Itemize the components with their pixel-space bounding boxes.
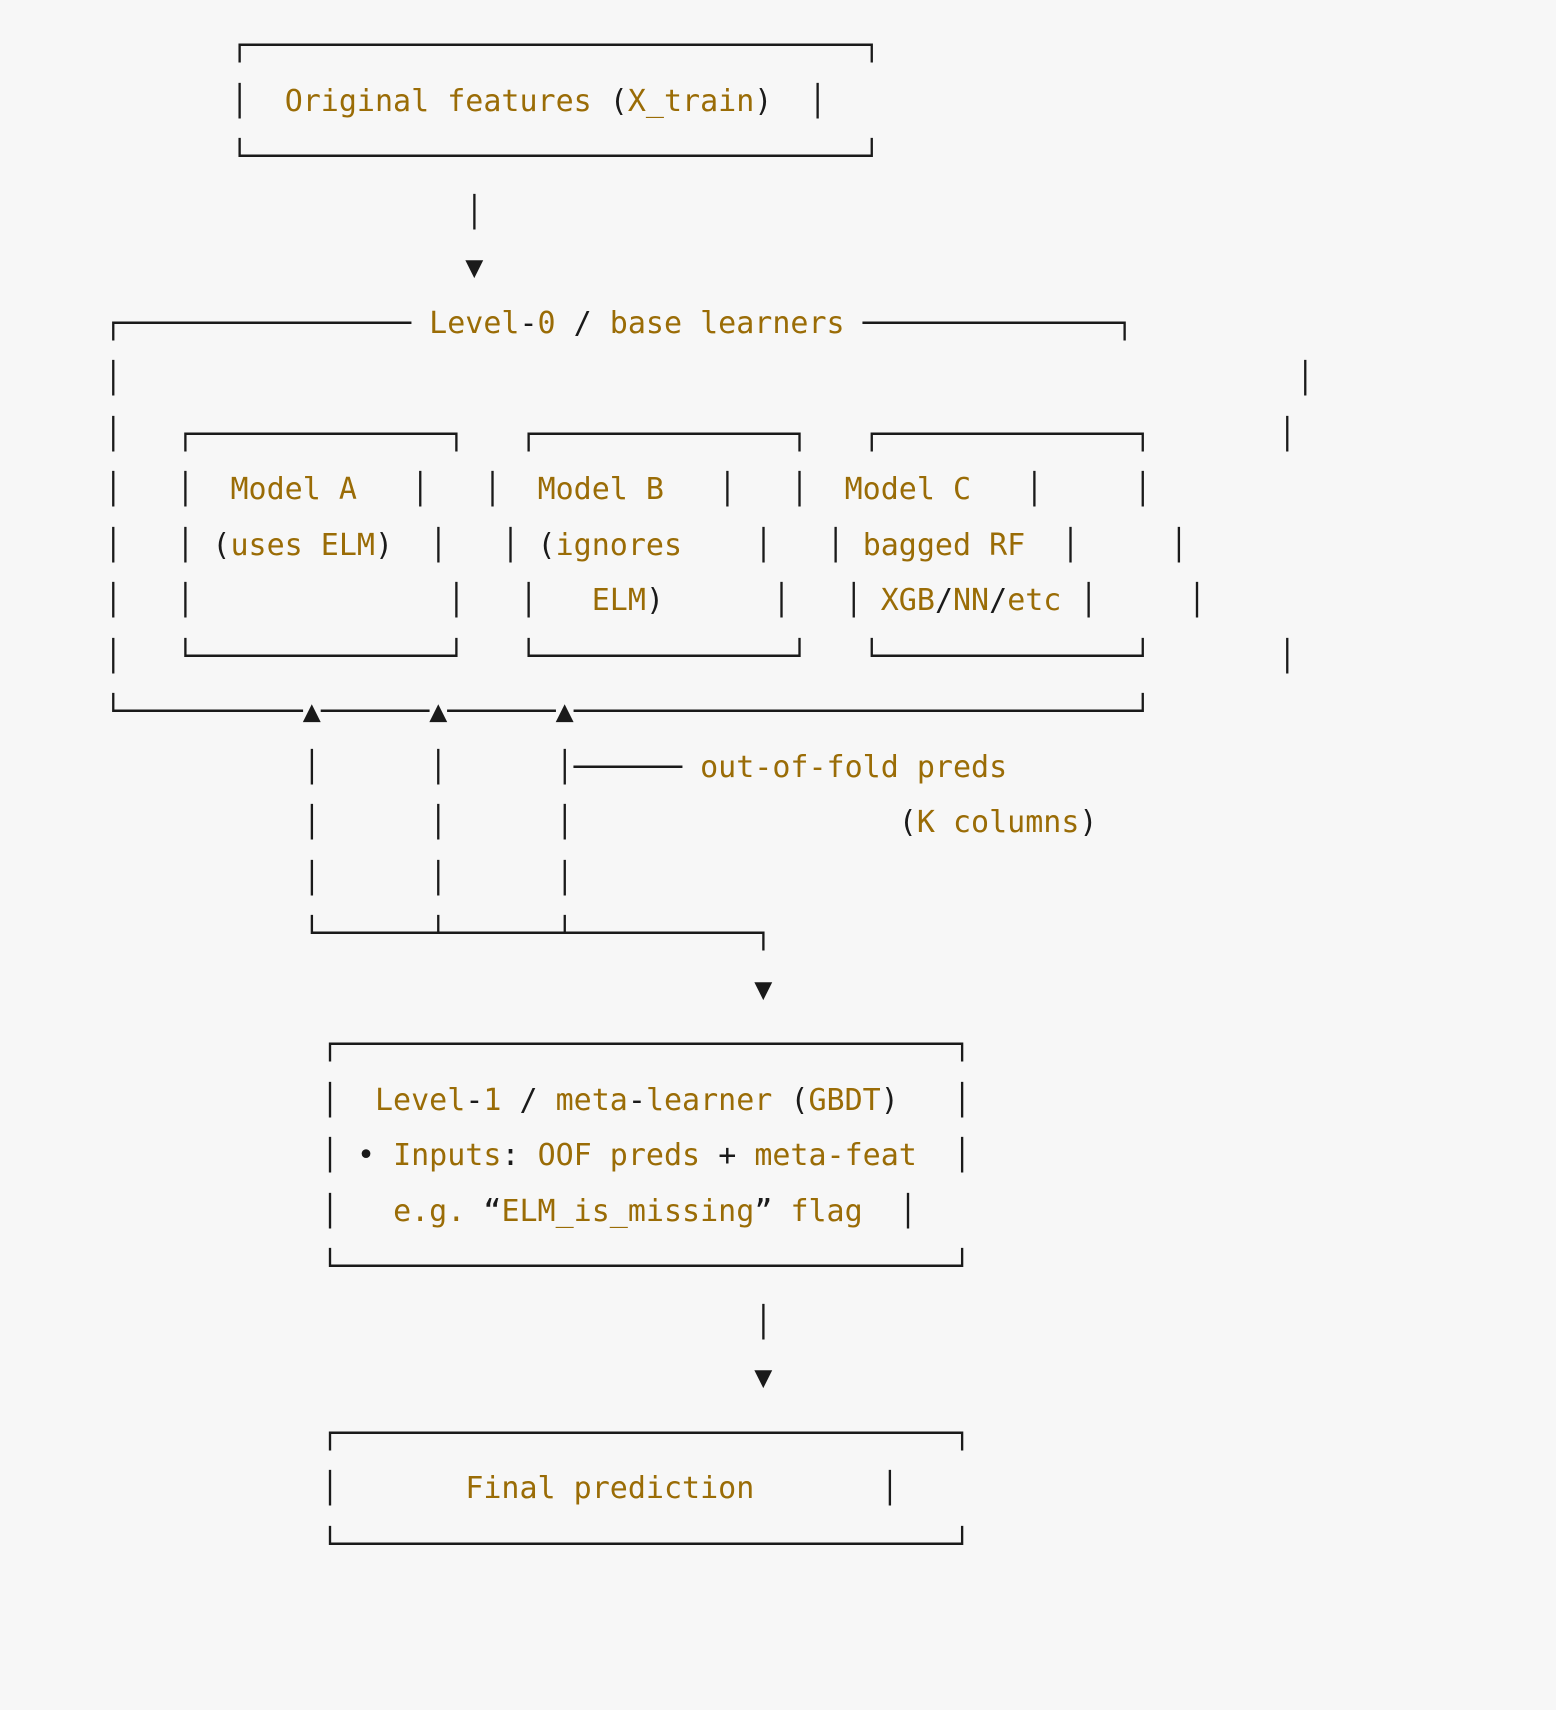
model-c-detail-2b: NN <box>953 583 990 618</box>
level0-sublabel: base learners <box>609 305 845 341</box>
model-c-detail-1: bagged RF <box>862 527 1026 563</box>
arrow-down-icon-1: ▼ <box>465 250 484 285</box>
level1-gbdt: GBDT <box>808 1082 881 1118</box>
level0-number: 0 <box>537 305 556 341</box>
final-prediction-label: Final prediction <box>465 1471 755 1506</box>
art-line-10: │ │ (uses ELM) │ │ (ignores │ │ bagged R… <box>104 527 1188 563</box>
input-box-label: Original features <box>284 83 592 119</box>
art-line-21: │ • Inputs: OOF preds + meta-feat │ <box>320 1138 972 1173</box>
art-line-18: ▼ <box>86 962 1314 1018</box>
art-line-13: └──────────▲──────▲──────▲──────────────… <box>104 694 1152 729</box>
level1-metafeat: meta-feat <box>754 1138 917 1173</box>
art-line-15: │ │ │ (K columns) <box>302 805 1098 840</box>
level1-oof: OOF preds <box>537 1138 701 1173</box>
art-line-3: └──────────────────────────────────┘ <box>230 139 881 174</box>
art-line-14: │ │ │────── out-of-fold preds <box>302 749 1008 785</box>
model-a-detail: uses ELM <box>230 527 376 563</box>
level1-learner: learner <box>645 1082 773 1118</box>
model-c-detail-2a: XGB <box>880 583 935 618</box>
level1-eg: e.g. <box>393 1193 466 1229</box>
art-line-17: └──────┴──────┴──────────┐ <box>302 916 773 951</box>
level1-flag-word: flag <box>790 1193 863 1229</box>
k-columns-label: K columns <box>916 805 1080 840</box>
model-b-detail-2: ELM <box>591 583 646 618</box>
arrow-up-icon-c: ▲ <box>555 694 574 729</box>
level1-label: Level <box>375 1082 466 1118</box>
art-line-26: ┌──────────────────────────────────┐ <box>320 1415 972 1451</box>
art-line-2: │ Original features (X_train) │ <box>230 83 827 119</box>
model-c-detail-2c: etc <box>1007 583 1062 618</box>
art-line-27: │ Final prediction │ <box>320 1471 899 1506</box>
art-line-7: │ │ <box>104 361 1315 396</box>
art-line-28: └──────────────────────────────────┘ <box>320 1526 972 1562</box>
art-line-24: │ <box>754 1304 773 1340</box>
ascii-art-diagram: ┌──────────────────────────────────┐ │ O… <box>86 18 1314 1572</box>
art-line-5: ▼ <box>86 240 1314 296</box>
art-line-19: ┌──────────────────────────────────┐ <box>320 1027 972 1062</box>
level1-flag-name: ELM_is_missing <box>501 1193 755 1229</box>
arrow-up-icon-a: ▲ <box>302 694 321 729</box>
oof-preds-label: out-of-fold preds <box>700 749 1008 785</box>
art-line-23: └──────────────────────────────────┘ <box>320 1249 972 1284</box>
arrow-down-icon-2: ▼ <box>754 971 773 1007</box>
arrow-down-icon-3: ▼ <box>754 1360 773 1395</box>
art-line-22: │ e.g. “ELM_is_missing” flag │ <box>320 1193 917 1229</box>
art-line-9: │ │ Model A │ │ Model B │ │ Model C │ │ <box>104 472 1152 507</box>
art-line-8: │ ┌──────────────┐ ┌──────────────┐ ┌───… <box>104 416 1297 452</box>
bullet-icon: • <box>356 1138 375 1173</box>
arrow-up-icon-b: ▲ <box>429 694 448 729</box>
model-b-title: Model B <box>537 472 664 507</box>
level1-inputs-label: Inputs <box>393 1138 502 1173</box>
art-line-16: │ │ │ <box>302 860 574 896</box>
model-a-title: Model A <box>230 472 357 507</box>
model-c-title: Model C <box>844 472 972 507</box>
level1-number: 1 <box>483 1082 502 1118</box>
input-box-xtrain: X_train <box>627 83 755 119</box>
level1-meta: meta <box>555 1082 628 1118</box>
art-line-20: │ Level-1 / meta-learner (GBDT) │ <box>320 1082 972 1118</box>
art-line-11: │ │ │ │ ELM) │ │ XGB/NN/etc │ │ <box>104 583 1206 618</box>
model-b-detail-1: ignores <box>555 527 683 563</box>
art-line-1: ┌──────────────────────────────────┐ <box>230 28 881 63</box>
art-line-12: │ └──────────────┘ └──────────────┘ └───… <box>104 638 1297 674</box>
level0-label: Level <box>429 305 520 341</box>
art-line-4: │ <box>465 194 484 230</box>
art-line-6: ┌──────────────── Level-0 / base learner… <box>104 305 1134 341</box>
art-line-25: ▼ <box>86 1350 1314 1406</box>
